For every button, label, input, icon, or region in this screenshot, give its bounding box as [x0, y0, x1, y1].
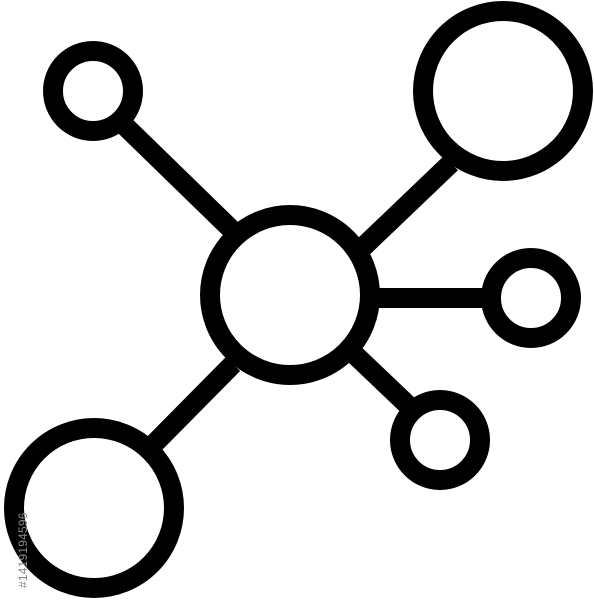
lower-right-node-circle [390, 390, 490, 490]
top-left-node-circle [43, 41, 143, 141]
top-right-node-circle [413, 1, 593, 181]
icon-strokes [4, 1, 593, 598]
center-node-circle [200, 205, 380, 385]
right-node-circle [481, 248, 581, 348]
bottom-left-node-circle [4, 418, 184, 598]
connector-line-lower-right [344, 343, 422, 420]
connector-line-top-left [116, 116, 242, 241]
connector-line-top-right [353, 155, 458, 258]
connector-line-bottom-left [140, 356, 241, 458]
